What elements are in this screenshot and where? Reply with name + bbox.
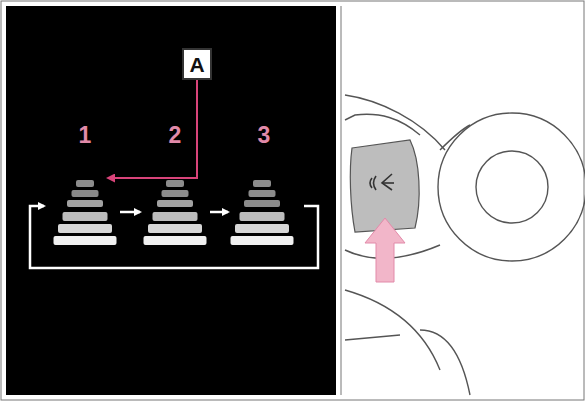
distance-bar <box>162 190 189 197</box>
distance-icons <box>54 180 294 245</box>
distance-bar <box>76 180 94 187</box>
distance-bar <box>63 212 108 221</box>
cycle-arrows <box>30 206 318 268</box>
display-panel <box>6 6 336 395</box>
step-number: 3 <box>258 124 271 147</box>
distance-bar <box>244 200 280 207</box>
distance-bar <box>166 180 184 187</box>
distance-bar <box>235 224 289 233</box>
distance-bar <box>231 236 294 245</box>
distance-bar <box>72 190 99 197</box>
step-number: 2 <box>169 124 182 147</box>
callout-box: A <box>182 48 212 80</box>
distance-bar <box>253 180 271 187</box>
distance-bar <box>58 224 112 233</box>
distance-bar <box>249 190 276 197</box>
distance-bar <box>54 236 117 245</box>
distance-bar <box>157 200 193 207</box>
press-arrow <box>365 218 405 282</box>
distance-bar <box>144 236 207 245</box>
distance-switch-symbol <box>370 174 394 190</box>
distance-bar <box>148 224 202 233</box>
steering-wheel <box>345 95 585 395</box>
distance-bar <box>67 200 103 207</box>
distance-bar <box>153 212 198 221</box>
callout-letter: A <box>189 54 204 75</box>
leader-line <box>108 80 197 178</box>
step-number: 1 <box>79 124 92 147</box>
divider <box>341 6 342 395</box>
distance-bar <box>240 212 285 221</box>
